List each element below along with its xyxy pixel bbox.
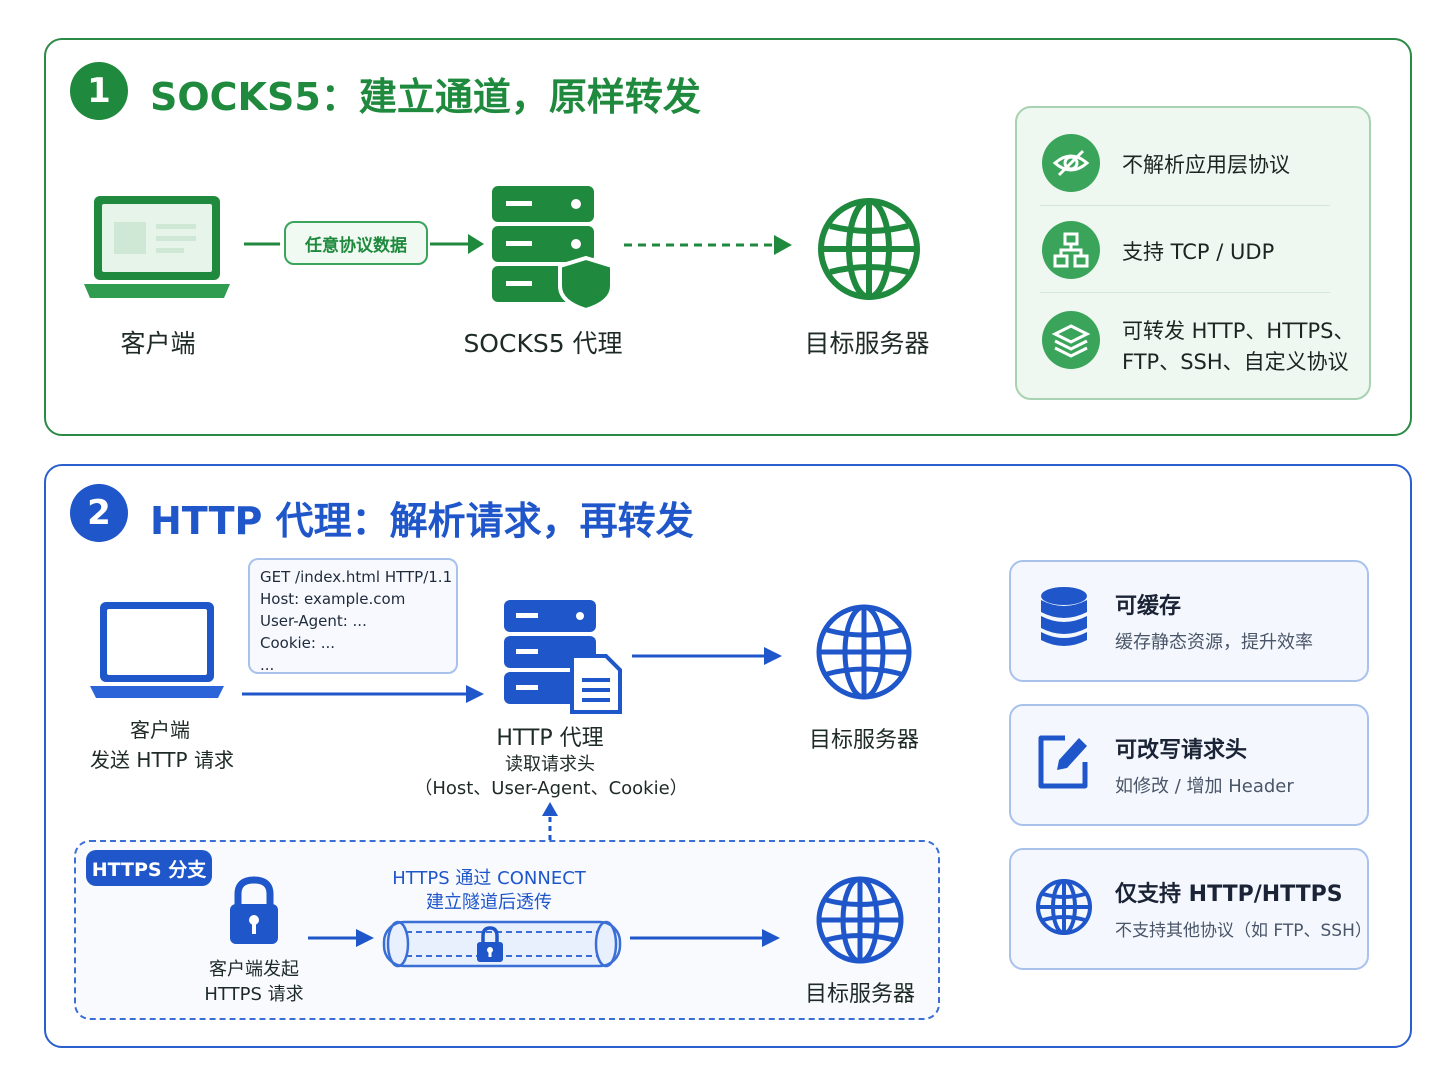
feature-card-cache: 可缓存 缓存静态资源，提升效率 <box>1009 560 1369 682</box>
edit-icon <box>1038 735 1088 789</box>
https-client-arrow <box>308 929 374 947</box>
http-proxy-server-icon <box>504 600 622 714</box>
http-proxy-arrow <box>632 647 782 665</box>
socks5-tunnel-arrow <box>624 235 792 255</box>
socks5-title: SOCKS5：建立通道，原样转发 <box>150 75 701 119</box>
socks5-client-arrow <box>244 234 484 254</box>
socks5-server-icon <box>492 186 614 313</box>
feature-forward-line2: FTP、SSH、自定义协议 <box>1122 350 1349 374</box>
http-request-box: GET /index.html HTTP/1.1 Host: example.c… <box>248 558 458 674</box>
request-header-host: Host: example.com <box>260 590 406 608</box>
request-header-user-agent: User-Agent: ... <box>260 612 367 630</box>
http-proxy-headers: （Host、User-Agent、Cookie） <box>414 778 688 799</box>
feature-tcp-udp: 支持 TCP / UDP <box>1122 240 1275 264</box>
http-server-label: 目标服务器 <box>808 728 919 753</box>
feature-divider <box>1040 292 1330 293</box>
http-step-badge: 2 <box>70 484 128 542</box>
https-client-sublabel: HTTPS 请求 <box>204 984 304 1005</box>
request-header-cookie: Cookie: ... <box>260 634 336 652</box>
feature-no-parse: 不解析应用层协议 <box>1122 153 1290 177</box>
card-rewrite-sub: 如修改 / 增加 Header <box>1115 776 1294 797</box>
network-icon <box>1042 221 1100 279</box>
database-icon <box>1041 587 1087 646</box>
globe-icon <box>1036 879 1092 935</box>
feature-divider <box>1040 205 1330 206</box>
laptop-icon <box>90 602 224 698</box>
card-rewrite-title: 可改写请求头 <box>1115 738 1248 763</box>
lock-icon <box>230 876 278 944</box>
https-tunnel-arrow <box>630 929 780 947</box>
https-branch-arrow <box>542 802 558 840</box>
socks5-server-label: 目标服务器 <box>804 329 930 358</box>
feature-card-protocols: 仅支持 HTTP/HTTPS 不支持其他协议（如 FTP、SSH） <box>1009 848 1372 970</box>
socks5-proxy-label: SOCKS5 代理 <box>463 329 623 358</box>
laptop-icon <box>84 196 230 298</box>
feature-card-rewrite: 可改写请求头 如修改 / 增加 Header <box>1009 704 1369 826</box>
http-proxy-sublabel: 读取请求头 <box>505 754 595 775</box>
card-protocols-title: 仅支持 HTTP/HTTPS <box>1115 882 1343 907</box>
card-protocols-sub: 不支持其他协议（如 FTP、SSH） <box>1115 921 1372 941</box>
request-ellipsis: ... <box>260 656 275 674</box>
feature-forward-line1: 可转发 HTTP、HTTPS、 <box>1122 319 1355 343</box>
globe-icon <box>816 604 912 700</box>
data-pill: 任意协议数据 <box>284 221 428 265</box>
http-client-label: 客户端 <box>130 718 190 742</box>
layers-icon <box>1042 311 1100 369</box>
http-client-arrow <box>242 685 484 703</box>
request-line: GET /index.html HTTP/1.1 <box>260 568 453 586</box>
card-cache-title: 可缓存 <box>1115 594 1182 619</box>
globe-icon <box>818 198 920 300</box>
socks5-client-label: 客户端 <box>120 329 196 358</box>
socks5-step-badge: 1 <box>70 62 128 120</box>
https-tunnel-label: HTTPS 通过 CONNECT <box>392 868 586 889</box>
globe-icon <box>816 876 904 964</box>
eye-slash-icon <box>1042 134 1100 192</box>
https-tunnel-sublabel: 建立隧道后透传 <box>426 892 552 913</box>
https-tunnel-pipe <box>382 920 622 968</box>
http-proxy-label: HTTP 代理 <box>496 726 604 751</box>
http-title: HTTP 代理：解析请求，再转发 <box>150 499 694 543</box>
https-client-label: 客户端发起 <box>209 959 299 980</box>
http-client-sublabel: 发送 HTTP 请求 <box>90 748 234 772</box>
https-branch-tag: HTTPS 分支 <box>86 850 212 886</box>
https-server-label: 目标服务器 <box>804 982 915 1007</box>
card-cache-sub: 缓存静态资源，提升效率 <box>1115 632 1313 653</box>
